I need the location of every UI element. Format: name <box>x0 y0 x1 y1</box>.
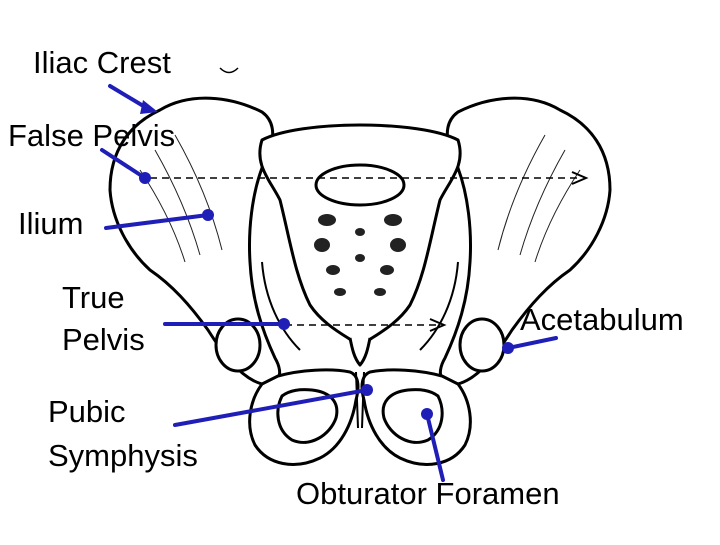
label-pubic-symphysis-line1: Pubic <box>48 394 126 429</box>
label-acetabulum: Acetabulum <box>520 302 684 337</box>
label-ilium: Ilium <box>18 206 84 241</box>
right-acetabulum <box>458 317 506 373</box>
pointer-acetabulum <box>502 336 558 354</box>
label-obturator-foramen: Obturator Foramen <box>296 476 560 511</box>
sacral-promontory <box>314 163 406 207</box>
label-true-pelvis-line1: True <box>62 280 125 315</box>
sacral-foramina <box>314 214 406 296</box>
label-iliac-crest: Iliac Crest <box>33 45 171 80</box>
crest-mark <box>219 67 239 74</box>
true-pelvis-arrow <box>285 318 447 332</box>
pointer-false-pelvis <box>100 148 151 184</box>
label-true-pelvis-line2: Pelvis <box>62 322 145 357</box>
pointer-obturator-foramen <box>421 408 445 482</box>
label-false-pelvis: False Pelvis <box>8 118 176 153</box>
pointer-iliac-crest <box>108 84 158 114</box>
pointer-ilium <box>104 209 214 230</box>
false-pelvis-arrow <box>150 171 589 185</box>
coccyx <box>348 337 372 367</box>
left-acetabulum <box>214 317 262 373</box>
pelvic-brim <box>261 261 459 351</box>
pointer-true-pelvis <box>163 318 290 330</box>
label-pubic-symphysis-line2: Symphysis <box>48 438 198 473</box>
pointer-pubic-symphysis <box>173 384 373 427</box>
right-obturator-foramen <box>381 388 444 444</box>
symphysis-joint <box>355 371 365 429</box>
